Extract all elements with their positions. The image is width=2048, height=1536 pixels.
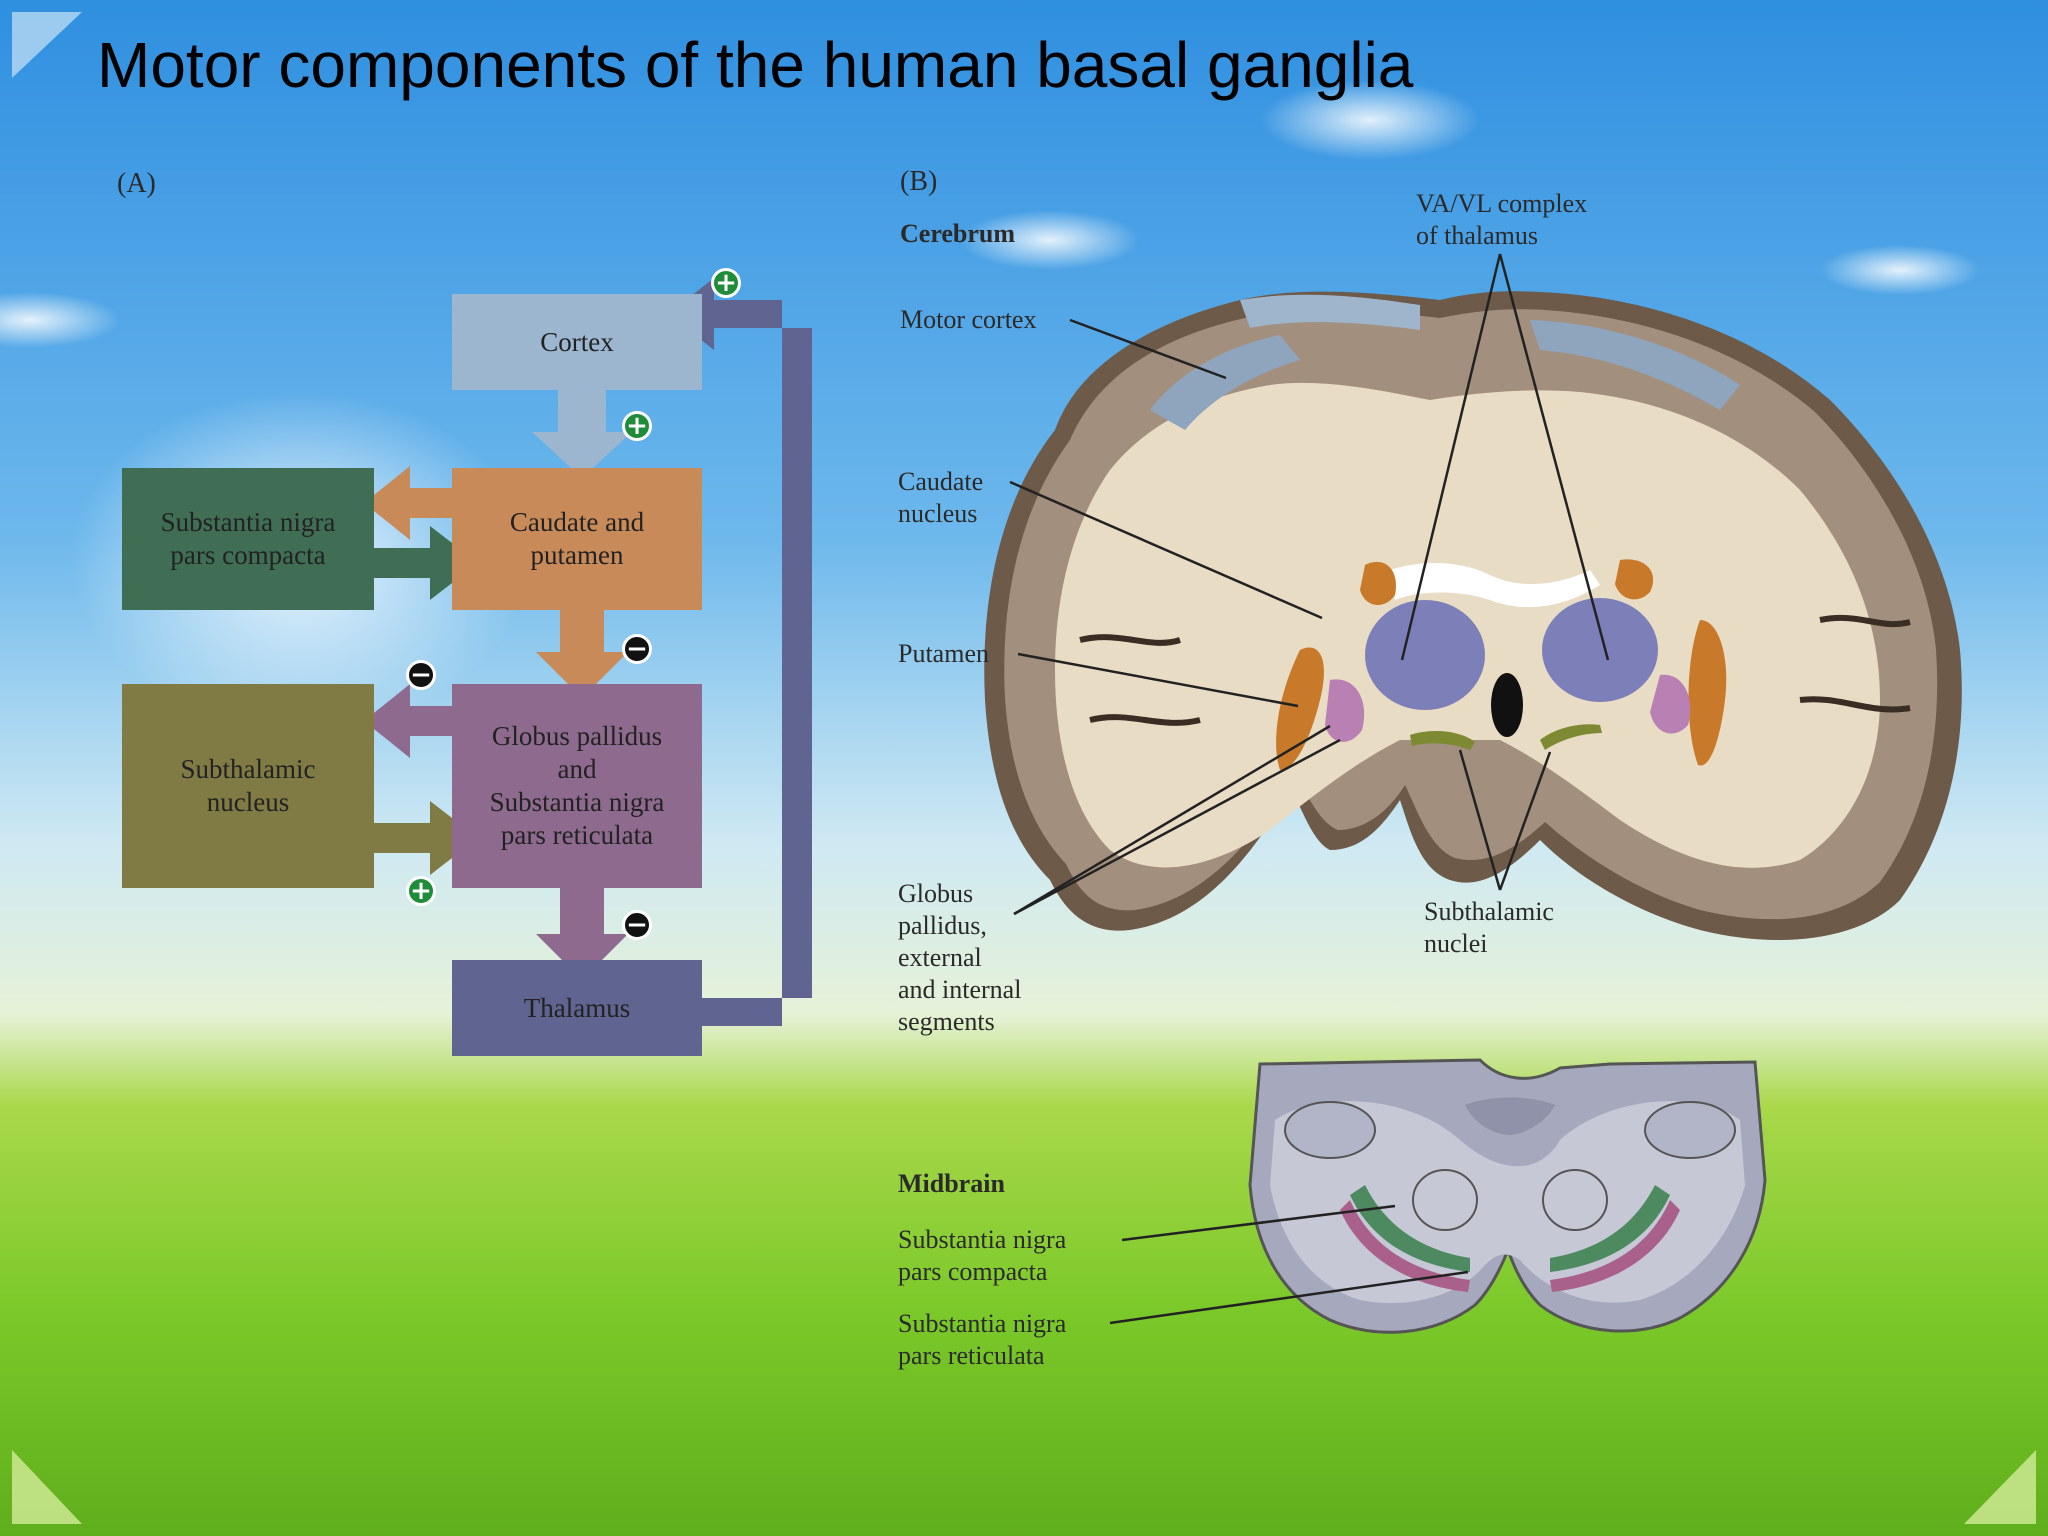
globus-pallidus-right <box>1650 674 1691 734</box>
cerebrum-label: Cerebrum <box>900 219 1016 248</box>
putamen-left <box>1276 647 1324 770</box>
globus-pallidus-left <box>1325 679 1365 742</box>
arrow-thalamus-to-cortex <box>668 278 812 1026</box>
lateral-ventricles <box>1390 563 1600 608</box>
arrow-gp-to-stn <box>364 684 452 758</box>
subthalamic-nuclei-label: Subthalamic nuclei <box>1424 897 1554 958</box>
plus-sign-icon: + <box>406 876 436 906</box>
midbrain-label: Midbrain <box>898 1169 1005 1198</box>
thalamus-left <box>1365 600 1485 710</box>
globus-pallidus-label: Globus pallidus, external and internal s… <box>898 879 1022 1036</box>
putamen-label: Putamen <box>898 639 989 668</box>
minus-sign-icon: − <box>622 634 652 664</box>
arrow-cortex-to-caudate <box>532 388 632 478</box>
arrow-caudate-to-gp <box>536 610 628 698</box>
caudate-nucleus-left <box>1360 561 1396 606</box>
motor-cortex-label: Motor cortex <box>900 305 1037 334</box>
caudate-nucleus-label: Caudate nucleus <box>898 467 984 528</box>
plus-sign-icon: + <box>622 411 652 441</box>
arrow-gp-to-thalamus <box>536 888 628 980</box>
arrow-caudate-to-snc <box>364 466 452 540</box>
substantia-nigra-compacta <box>1350 1185 1470 1272</box>
box-substantia-nigra-compacta: Substantia nigra pars compacta <box>122 468 374 610</box>
box-thalamus: Thalamus <box>452 960 702 1056</box>
box-cortex: Cortex <box>452 294 702 390</box>
plus-sign-icon: + <box>711 268 741 298</box>
slide-title: Motor components of the human basal gang… <box>97 29 1414 101</box>
box-caudate-putamen: Caudate and putamen <box>452 468 702 610</box>
subthalamic-nucleus-left <box>1410 730 1475 750</box>
substantia-nigra-compacta-label: Substantia nigra pars compacta <box>898 1225 1067 1286</box>
va-vl-complex-label: VA/VL complex of thalamus <box>1416 189 1588 250</box>
putamen-right <box>1688 620 1727 766</box>
minus-sign-icon: − <box>622 910 652 940</box>
caudate-nucleus-right <box>1615 559 1654 600</box>
substantia-nigra-reticulata-label: Substantia nigra pars reticulata <box>898 1309 1067 1370</box>
panel-b-label: (B) <box>900 166 938 197</box>
box-subthalamic-nucleus: Subthalamic nucleus <box>122 684 374 888</box>
subthalamic-nucleus-right <box>1540 724 1602 750</box>
minus-sign-icon: − <box>406 660 436 690</box>
box-globus-pallidus: Globus pallidus and Substantia nigra par… <box>452 684 702 888</box>
substantia-nigra-reticulata <box>1340 1200 1470 1292</box>
thalamus-right <box>1542 598 1658 702</box>
panel-a-label: (A) <box>117 168 156 199</box>
